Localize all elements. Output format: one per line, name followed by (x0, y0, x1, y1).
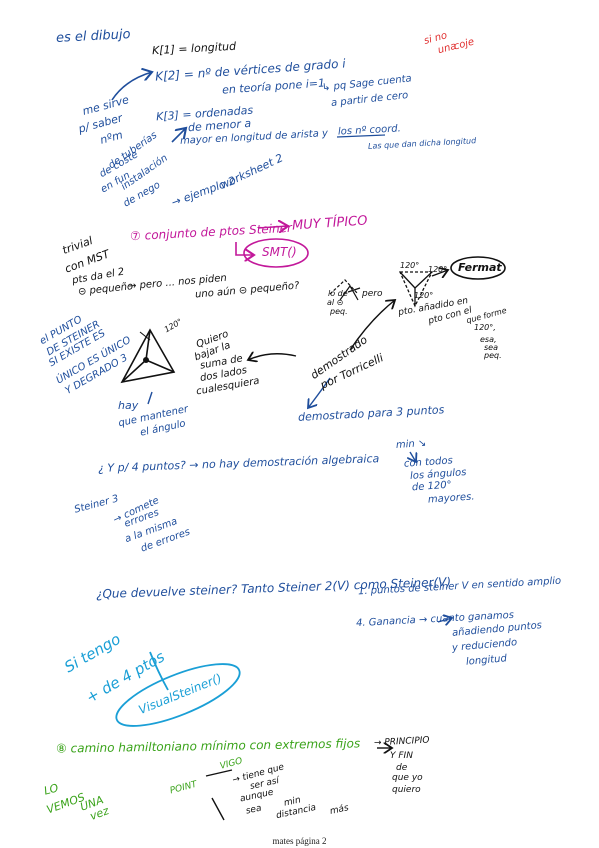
underline-coord (336, 134, 386, 138)
fermat-point-diagram (399, 271, 434, 308)
pto-e-text: esa, (480, 335, 497, 344)
quiero-text: quiero (392, 785, 421, 795)
pto-d-text: 120°, (474, 323, 496, 332)
small-triangle-lines (339, 284, 359, 301)
pero2-text: pero (362, 289, 383, 299)
arrow-demostrado-down (308, 377, 331, 408)
arrow-min-down (410, 451, 416, 462)
de-text: de (396, 763, 408, 773)
hamilton-path (205, 769, 233, 821)
smt-text: SMT() (262, 245, 297, 259)
smt-ellipse (243, 238, 309, 268)
fermat-text: Fermat (458, 261, 502, 274)
small-triangle-dashed (329, 279, 359, 295)
ang120-c: 120° (414, 291, 434, 300)
arrow-ganancia (437, 618, 452, 622)
visual-steiner-ellipse (115, 663, 241, 727)
pto-g-text: peq. (484, 351, 502, 360)
fermat-ellipse (450, 256, 506, 280)
y-fin-text: Y FIN (390, 751, 413, 761)
peq-text: peq. (330, 307, 348, 316)
steiner-point-dot (143, 357, 149, 363)
arrow-to-k2 (111, 72, 152, 101)
arrow-pero (347, 287, 361, 293)
pto-f-text: sea (484, 343, 498, 352)
steiner-triangle-diagram (120, 328, 176, 384)
que-yo-text: que yo (392, 773, 423, 783)
cyan-arrow (149, 651, 169, 691)
page-footer: mates página 2 (272, 836, 327, 846)
ang120-b: 120° (428, 265, 448, 274)
hay-1: hay (118, 399, 139, 412)
al-text: al ⊝ (327, 298, 344, 307)
arrow-tuberias (171, 128, 186, 143)
pink-arrow-muy-tipico (257, 226, 288, 228)
ang120-a: 120° (400, 261, 420, 270)
arrow-to-fermat (431, 270, 448, 276)
arrow-to-quiero (248, 354, 297, 360)
arrow-hay (147, 391, 153, 405)
lo-de-text: lo de (328, 289, 348, 298)
pink-arrow-smt (235, 242, 254, 255)
arrow-demostrado-up (349, 300, 395, 351)
min-text: min ↘ (395, 437, 427, 452)
